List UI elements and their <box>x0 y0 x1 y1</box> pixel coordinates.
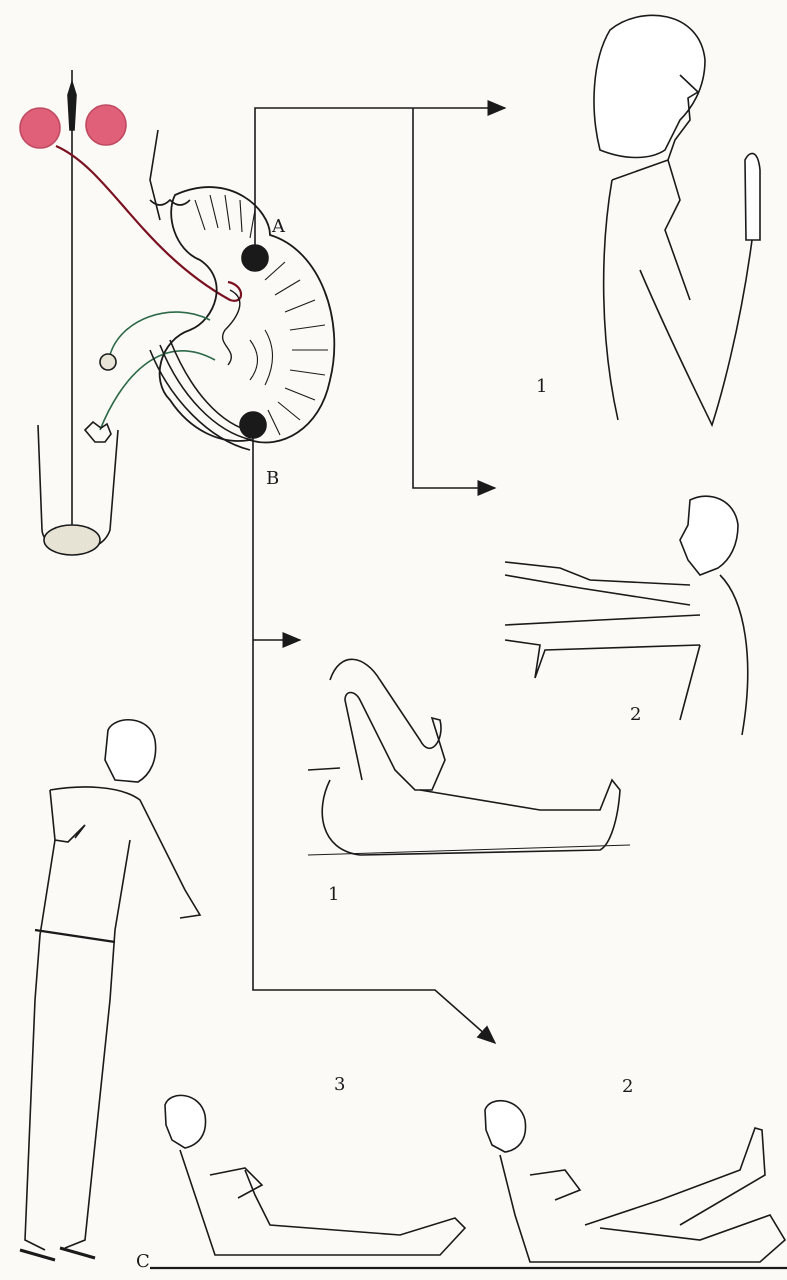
woman-hair <box>594 15 705 157</box>
label-fig-2-top: 2 <box>630 706 641 724</box>
woman-back <box>604 180 618 420</box>
upper-arm-line <box>505 562 690 585</box>
situp2-body <box>500 1155 785 1262</box>
node-b <box>240 412 266 438</box>
man-arms-extended-figure <box>505 496 748 735</box>
right-nucleus <box>86 105 126 145</box>
label-c: C <box>136 1253 150 1271</box>
cerebellum-outline <box>160 187 335 442</box>
label-a: A <box>272 218 285 236</box>
woman-hand <box>745 153 760 240</box>
situp-figure-2 <box>485 1101 785 1262</box>
green-tract-1 <box>110 312 210 355</box>
shoes <box>20 1248 95 1260</box>
lower-arm-line <box>505 615 700 625</box>
ganglion-small <box>100 354 116 370</box>
node-a <box>242 245 268 271</box>
label-b: B <box>266 470 279 488</box>
woman-arm <box>640 240 752 425</box>
bent-arm <box>50 790 85 842</box>
left-nucleus <box>20 108 60 148</box>
upper-arm-lower-line <box>505 575 690 605</box>
man-front <box>680 645 700 720</box>
bent-leg <box>330 659 445 790</box>
situp3-head <box>165 1095 206 1148</box>
belt <box>35 930 115 942</box>
situp2-arms <box>530 1170 580 1200</box>
pointing-arm <box>50 787 200 918</box>
heel-knee-figure <box>308 659 630 855</box>
label-fig-3-bottom: 3 <box>334 1076 345 1094</box>
standing-man-figure <box>20 720 200 1260</box>
connector-arrows <box>253 108 505 1043</box>
woman-finger-nose-figure <box>594 15 760 425</box>
situp3-body <box>180 1150 465 1255</box>
straight-leg <box>322 780 620 855</box>
arrow-to-fig2-top <box>413 108 495 488</box>
red-tract <box>56 146 241 301</box>
cerebellum-schematic <box>20 70 334 555</box>
situp2-raised-leg <box>585 1128 765 1225</box>
spinal-section <box>44 525 100 555</box>
right-leg <box>65 840 130 1248</box>
standing-head <box>105 720 156 782</box>
situp2-head <box>485 1101 526 1152</box>
man-head <box>680 496 738 575</box>
torso-edge <box>308 768 340 770</box>
man-back <box>720 575 748 735</box>
left-leg <box>25 840 55 1250</box>
midline-marker <box>68 82 76 130</box>
folia <box>195 195 328 435</box>
arrow-to-fig1-top <box>255 108 505 245</box>
brainstem-upper <box>150 130 160 220</box>
woman-collar <box>612 160 690 300</box>
label-fig-1-top: 1 <box>536 378 547 396</box>
ganglion-star <box>85 422 111 442</box>
lower-arm-hand <box>505 640 700 678</box>
situp-figure-3 <box>165 1095 465 1255</box>
arrow-to-fig2-bottom <box>253 438 495 1043</box>
label-fig-2-bottom: 2 <box>622 1078 633 1096</box>
label-fig-1-mid: 1 <box>328 886 339 904</box>
